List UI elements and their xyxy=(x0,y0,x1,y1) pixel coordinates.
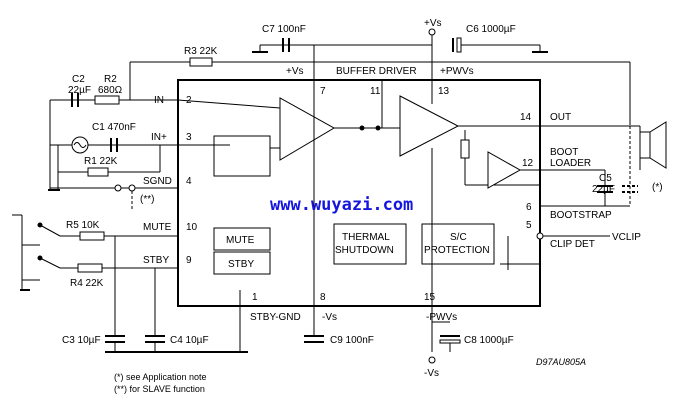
label-c9: C9 100nF xyxy=(330,335,374,346)
thermal-shutdown-block xyxy=(333,223,407,265)
r2-resistor xyxy=(94,95,120,105)
pin-in-plus: IN+ xyxy=(151,132,167,143)
pin-neg-vs: -Vs xyxy=(322,312,337,323)
label-supply-top: +Vs xyxy=(424,18,442,29)
pin-num-12: 12 xyxy=(522,158,534,169)
stby-block xyxy=(213,251,271,275)
label-r4: R4 22K xyxy=(70,278,104,289)
pin-out: OUT xyxy=(550,112,571,123)
pin-num-4: 4 xyxy=(186,176,192,187)
label-c2-1: C2 xyxy=(72,74,85,85)
pin-stby-gnd: STBY-GND xyxy=(250,312,301,323)
mute-block xyxy=(213,227,271,251)
pin-pos-vs: +Vs xyxy=(286,66,304,77)
label-mute-block: MUTE xyxy=(226,235,255,246)
pin-num-2: 2 xyxy=(186,95,192,106)
label-c4: C4 10µF xyxy=(170,335,209,346)
label-c2-2: 22µF xyxy=(68,85,91,96)
preamp-opamp xyxy=(279,97,336,161)
label-r5: R5 10K xyxy=(66,220,100,231)
pin-num-11: 11 xyxy=(370,86,381,97)
ic-body xyxy=(177,79,541,307)
label-supply-bottom: -Vs xyxy=(424,368,439,379)
pin-num-3: 3 xyxy=(186,132,192,143)
label-sc-2: PROTECTION xyxy=(424,245,490,256)
watermark: www.wuyazi.com xyxy=(270,195,413,215)
pin-boot-1: BOOT xyxy=(550,147,578,158)
pin-boot-2: LOADER xyxy=(550,158,591,169)
label-c7: C7 100nF xyxy=(262,24,306,35)
pin-in-minus: IN- xyxy=(154,95,167,106)
sc-protection-block xyxy=(421,223,495,265)
pin-num-9: 9 xyxy=(186,255,192,266)
label-thermal-2: SHUTDOWN xyxy=(335,245,394,256)
label-stby-block: STBY xyxy=(228,259,254,270)
pin-num-8: 8 xyxy=(320,292,326,303)
r1-resistor xyxy=(87,167,109,177)
label-thermal-1: THERMAL xyxy=(342,232,390,243)
label-r2-1: R2 xyxy=(104,74,117,85)
note-application: (*) see Application note xyxy=(114,372,207,382)
label-buffer-driver: BUFFER DRIVER xyxy=(336,66,417,77)
r4-resistor xyxy=(77,263,103,273)
pin-num-5: 5 xyxy=(526,220,532,231)
pin-num-13: 13 xyxy=(438,86,450,97)
label-r2-2: 680Ω xyxy=(98,85,123,96)
label-c5-2: 22µF xyxy=(592,184,615,195)
pin-num-6: 6 xyxy=(526,202,532,213)
label-sc-1: S/C xyxy=(450,232,467,243)
pin-sgnd: SGND xyxy=(143,176,172,187)
pin-num-1: 1 xyxy=(252,292,258,303)
boot-loader-buffer xyxy=(487,151,522,189)
label-r3: R3 22K xyxy=(184,46,218,57)
label-c6: C6 1000µF xyxy=(466,24,516,35)
power-stage xyxy=(399,95,460,157)
pin-num-10: 10 xyxy=(186,222,198,233)
label-r1: R1 22K xyxy=(84,156,118,167)
label-vclip: VCLIP xyxy=(612,232,641,243)
r5-resistor xyxy=(79,231,105,241)
pin-bootstrap: BOOTSTRAP xyxy=(550,210,612,221)
pin-stby: STBY xyxy=(143,255,169,266)
label-c8: C8 1000µF xyxy=(464,335,514,346)
pin-num-14: 14 xyxy=(520,112,532,123)
label-c5-1: C5 xyxy=(599,173,612,184)
pin-num-7: 7 xyxy=(320,86,326,97)
pin-clip-det: CLIP DET xyxy=(550,239,595,250)
pin-neg-pwvs: -PWVs xyxy=(426,312,457,323)
pin-mute: MUTE xyxy=(143,222,172,233)
label-c1: C1 470nF xyxy=(92,122,136,133)
r3-resistor xyxy=(189,57,213,67)
label-slave-mark: (**) xyxy=(140,194,154,205)
note-slave: (**) for SLAVE function xyxy=(114,384,205,394)
drawing-id: D97AU805A xyxy=(536,357,586,367)
label-app-mark: (*) xyxy=(652,182,663,193)
pin-pos-pwvs: +PWVs xyxy=(440,66,474,77)
speaker xyxy=(639,131,651,159)
pin-num-15: 15 xyxy=(424,292,436,303)
input-switch-block xyxy=(213,135,271,177)
label-c3: C3 10µF xyxy=(62,335,101,346)
